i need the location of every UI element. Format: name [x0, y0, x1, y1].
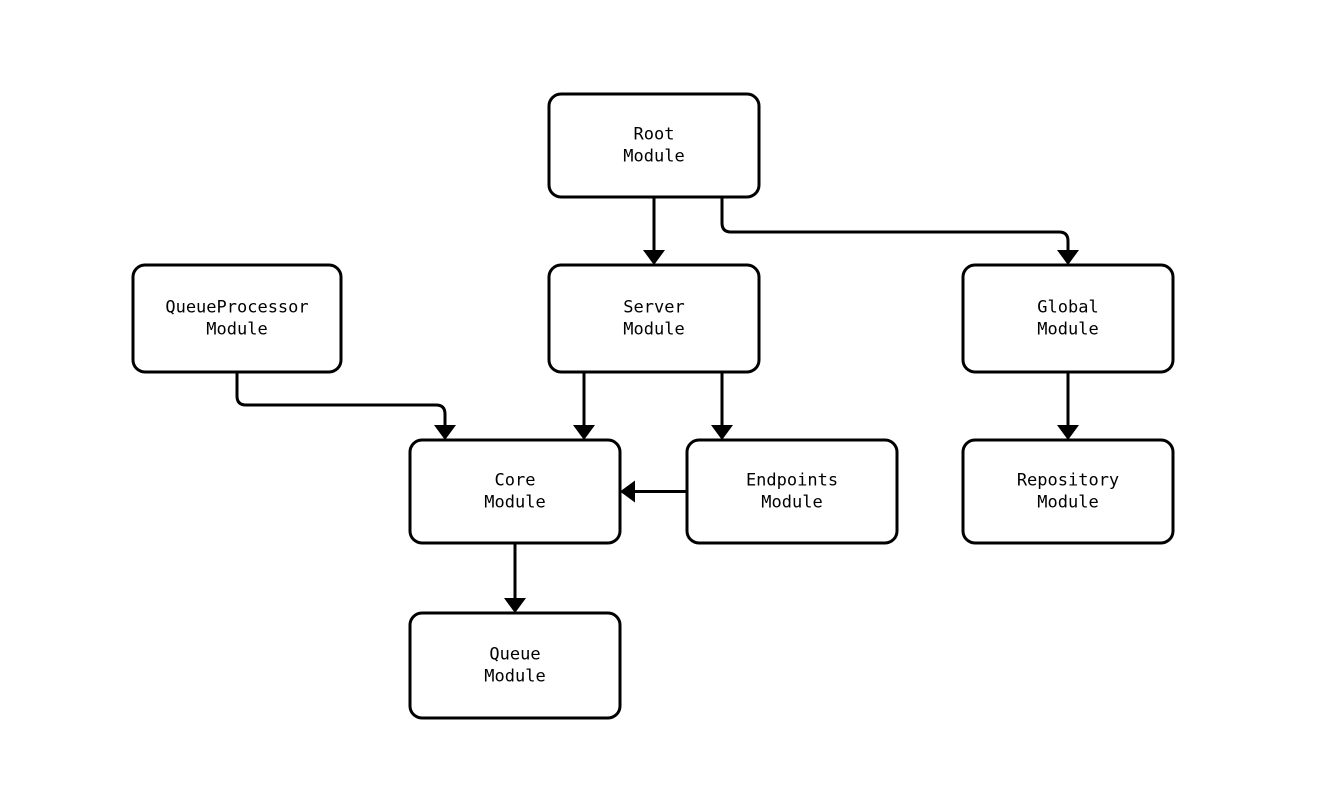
node-label-repository-line2: Module: [1037, 493, 1098, 513]
edge-line-queueprocessor-to-core: [235, 372, 447, 425]
edge-arrowhead-global-to-repository: [1057, 425, 1079, 440]
edge-global-to-repository: [1057, 372, 1079, 440]
node-label-endpoints-line2: Module: [761, 493, 822, 513]
node-label-repository-line1: Repository: [1017, 471, 1119, 491]
node-label-queueprocessor-line2: Module: [206, 320, 267, 340]
node-label-core-line1: Core: [495, 471, 536, 491]
node-box-repository: [961, 438, 1175, 545]
node-box-global: [961, 263, 1175, 374]
node-box-queueprocessor: [131, 263, 343, 374]
node-box-server: [547, 263, 761, 374]
node-label-global-line2: Module: [1037, 320, 1098, 340]
edge-root-to-global: [720, 197, 1079, 265]
node-box-core: [408, 438, 622, 545]
node-label-queue-line2: Module: [484, 667, 545, 687]
edge-arrowhead-core-to-queue: [504, 598, 526, 613]
node-label-global-line1: Global: [1037, 298, 1098, 318]
node-label-queueprocessor-line1: QueueProcessor: [165, 298, 308, 318]
edge-root-to-server: [643, 197, 665, 265]
edge-queueprocessor-to-core: [235, 372, 456, 440]
edge-arrowhead-root-to-global: [1057, 250, 1079, 265]
edge-arrowhead-endpoints-to-core: [620, 480, 635, 503]
edge-arrowhead-server-to-core: [573, 425, 595, 440]
edge-arrowhead-server-to-endpoints: [711, 425, 733, 440]
node-box-root: [547, 92, 761, 199]
node-box-queue: [408, 611, 622, 720]
edge-core-to-queue: [504, 543, 526, 613]
edge-arrowhead-queueprocessor-to-core: [434, 425, 456, 440]
edge-line-root-to-global: [720, 197, 1070, 250]
node-label-endpoints-line1: Endpoints: [746, 471, 838, 491]
node-label-root-line2: Module: [623, 147, 684, 167]
node-box-endpoints: [685, 438, 899, 545]
edge-arrowhead-root-to-server: [643, 250, 665, 265]
node-label-server-line2: Module: [623, 320, 684, 340]
node-label-root-line1: Root: [634, 125, 675, 145]
node-label-core-line2: Module: [484, 493, 545, 513]
node-label-server-line1: Server: [623, 298, 684, 318]
edge-server-to-core: [573, 372, 595, 440]
edge-endpoints-to-core: [620, 480, 687, 503]
node-label-queue-line1: Queue: [489, 645, 540, 665]
nodes-layer: RootModuleQueueProcessorModuleServerModu…: [131, 92, 1175, 720]
edge-server-to-endpoints: [711, 372, 733, 440]
edges-layer: [235, 197, 1079, 613]
